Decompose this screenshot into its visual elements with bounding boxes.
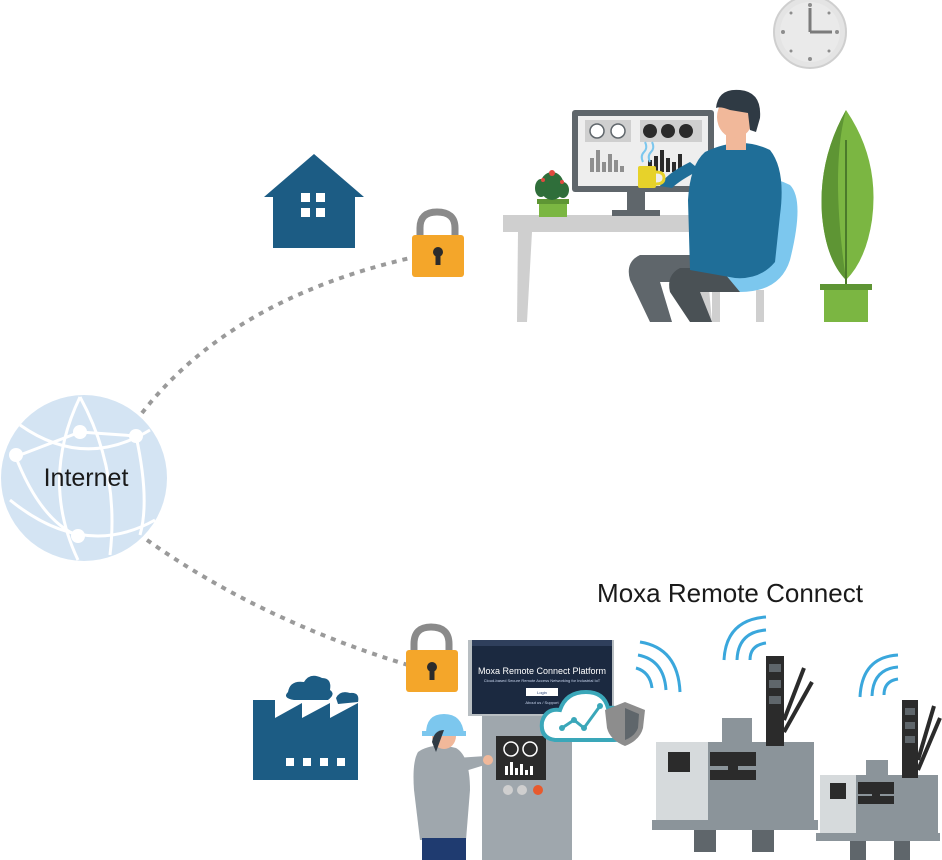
globe-icon: [1, 395, 167, 561]
padlock-icon: [412, 208, 464, 277]
factory-worker: [413, 714, 493, 860]
screen-login-box[interactable]: [526, 688, 558, 696]
screen-subtitle: Cloud-based Secure Remote Access Network…: [484, 678, 601, 683]
wifi-icon: [858, 653, 899, 698]
desk: [503, 215, 708, 232]
padlock-icon: [406, 623, 458, 692]
clock-icon: [773, 0, 847, 69]
plant-icon: [820, 110, 874, 322]
connection-line-office: [140, 256, 411, 415]
industrial-machine-small: [816, 760, 940, 860]
house-icon: [264, 154, 364, 248]
internet-label: Internet: [44, 464, 129, 492]
screen-title: Moxa Remote Connect Platform: [478, 666, 606, 676]
screen-login-button[interactable]: Login: [537, 690, 547, 695]
wifi-icon: [635, 640, 682, 693]
cactus-icon: [535, 170, 569, 217]
wifi-icon: [722, 615, 767, 661]
office-worker: [628, 89, 782, 322]
factory-icon: [253, 675, 359, 780]
platform-title: Moxa Remote Connect: [597, 578, 864, 608]
router-icon: [902, 700, 942, 778]
industrial-machine-large: [652, 718, 818, 852]
connection-line-factory: [145, 538, 409, 667]
office-scene: [503, 89, 874, 322]
shield-icon: [605, 702, 645, 746]
screen-link[interactable]: About us / Support: [525, 700, 559, 705]
coffee-cup-icon: [638, 141, 666, 188]
router-icon: [766, 656, 814, 746]
